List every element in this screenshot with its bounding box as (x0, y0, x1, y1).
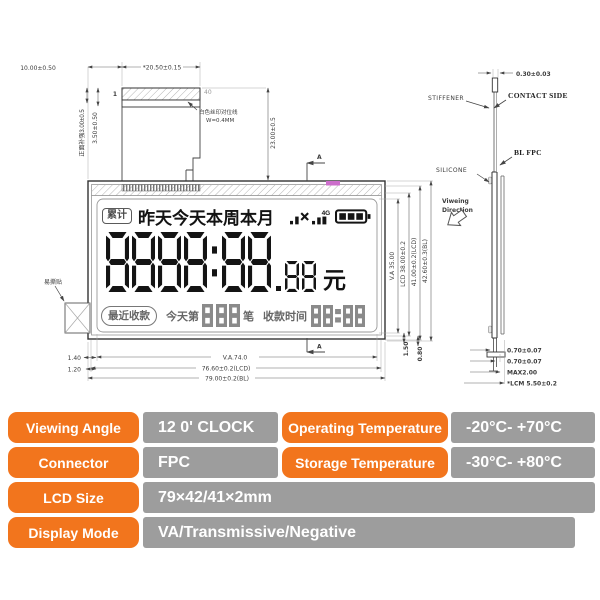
dim-1-50: 1.50 (403, 342, 410, 357)
silkscreen-note-line2: W=0.4MM (206, 118, 235, 124)
time-digits (311, 304, 365, 327)
reinforce-dim: 正面补强3.00±0.5 (78, 109, 86, 157)
total-tag: 累计 (102, 207, 132, 225)
payment-time-label: 收款时间 (263, 310, 307, 323)
fpc-thickness-dim: 0.30±0.03 (516, 71, 551, 78)
recent-payment-tag: 最近收款 (101, 305, 157, 326)
fpc-dimensions (85, 62, 270, 181)
bl-width-dim: 79.00±0.2(BL) (205, 376, 249, 383)
pin-40-label: 40 (204, 89, 212, 96)
side-connector-fold (486, 351, 506, 358)
decimal-point (276, 286, 281, 291)
lcd-height-dim: LCD 38.00±0.2 (400, 241, 407, 287)
spec-label-lcd-size: LCD Size (8, 482, 139, 513)
battery-icon (335, 208, 371, 224)
viewing-direction-arrow-icon (447, 209, 468, 227)
dim-lcm: *LCM 5.50±0.2 (507, 381, 557, 388)
va-width-dim: V.A.74.0 (223, 355, 248, 362)
amount-digits (106, 232, 271, 292)
dim-070-top: 0.70±0.07 (507, 348, 542, 355)
viewing-direction-label-1: Viweing (442, 198, 469, 205)
amount-row: 元 (106, 230, 346, 292)
fpc-offset-dim: 10.00±0.50 (20, 65, 56, 72)
currency-symbol: 元 (323, 267, 346, 294)
top-bezel-hatch (91, 184, 382, 196)
section-a-top: A (317, 154, 322, 161)
section-a-bottom: A (317, 344, 322, 351)
no-signal-icon (290, 211, 309, 224)
lcd-height-dim2: 41.00±0.2(LCD) (411, 238, 418, 287)
bl-height-dim: 42.60±0.3(BL) (422, 239, 429, 283)
spec-value-operating-temperature: -20°C- +70°C (451, 412, 595, 443)
4g-signal-icon: 4G (312, 210, 331, 224)
side-view-callouts: 0.30±0.03 STIFFENER CONTACT SIDE BL FPC … (428, 69, 568, 227)
fpc-width-dim: *20.50±0.15 (143, 65, 182, 72)
silicone-label: SILICONE (436, 167, 467, 174)
spec-value-connector: FPC (143, 447, 278, 478)
spec-label-connector: Connector (8, 447, 139, 478)
dim-070-bottom: 0.70±0.07 (507, 359, 542, 366)
silkscreen-note-line1: 白色丝印对位线 (199, 108, 238, 116)
easy-tear-label: 易撕贴 (44, 278, 62, 286)
spec-value-viewing-angle: 12 0' CLOCK (143, 412, 278, 443)
period-labels: 昨天今天本周本月 (138, 208, 274, 228)
spec-value-lcd-size: 79×42/41×2mm (143, 482, 595, 513)
fpc-connector-drawing: 1 40 白色丝印对位线 W=0.4MM (113, 87, 238, 181)
amount-decimal-digits (285, 261, 316, 292)
va-height-dim: V.A 35.00 (389, 252, 396, 281)
spec-table: Viewing Angle 12 0' CLOCK Operating Temp… (0, 405, 600, 600)
height-dimensions (379, 180, 433, 347)
lcd-display-content: 累计 昨天今天本周本月 4G (97, 199, 377, 332)
count-suffix: 笔 (243, 310, 254, 323)
spec-label-viewing-angle: Viewing Angle (8, 412, 139, 443)
spec-value-display-mode: VA/Transmissive/Negative (143, 517, 575, 548)
spec-label-storage-temperature: Storage Temperature (282, 447, 448, 478)
silicone-bump-top (488, 176, 492, 185)
fpc-contact-bar (121, 99, 201, 108)
module-side-view (486, 77, 506, 372)
today-count-prefix: 今天第 (166, 310, 199, 323)
fpc-stiffener (121, 87, 201, 101)
fpc-bond-pads (121, 184, 201, 192)
dim-1-20: 1.20 (68, 367, 82, 374)
side-bottom-dimensions: 0.70±0.07 0.70±0.07 MAX2.00 *LCM 5.50±0.… (464, 340, 557, 388)
lcd-width-dim: 76.60±0.2(LCD) (202, 366, 251, 373)
pin-1-label: 1 (113, 91, 117, 98)
spec-value-storage-temperature: -30°C- +80°C (451, 447, 595, 478)
count-digits (202, 304, 240, 327)
lcd-bottom-row: 最近收款 今天第 笔 收款时间 (101, 302, 365, 329)
side-stiffener (491, 77, 499, 93)
fpc-tail-length-dim: 23.00±0.5 (270, 117, 277, 149)
fpc-tail (121, 107, 201, 181)
spec-label-display-mode: Display Mode (8, 517, 139, 548)
pink-alignment-mark (326, 181, 340, 186)
silicone-bump-bottom (488, 325, 492, 334)
dim-max2: MAX2.00 (507, 370, 537, 377)
stiffener-label: STIFFENER (428, 95, 464, 102)
stiffener-height-dim: 3.50±0.50 (92, 112, 99, 144)
technical-drawing: 1 40 白色丝印对位线 W=0.4MM *20.50±0.15 10.00 (20, 62, 568, 388)
dim-1-40: 1.40 (68, 355, 82, 362)
viewing-direction-label-2: Direction (442, 207, 473, 214)
bl-fpc-label: BL FPC (514, 148, 542, 157)
dim-0-80: 0.80 (417, 347, 424, 362)
lcd-top-row: 累计 昨天今天本周本月 4G (102, 204, 371, 228)
spec-label-operating-temperature: Operating Temperature (282, 412, 448, 443)
4g-label: 4G (322, 210, 331, 217)
contact-side-label: CONTACT SIDE (508, 91, 568, 100)
status-icons: 4G (290, 208, 371, 225)
